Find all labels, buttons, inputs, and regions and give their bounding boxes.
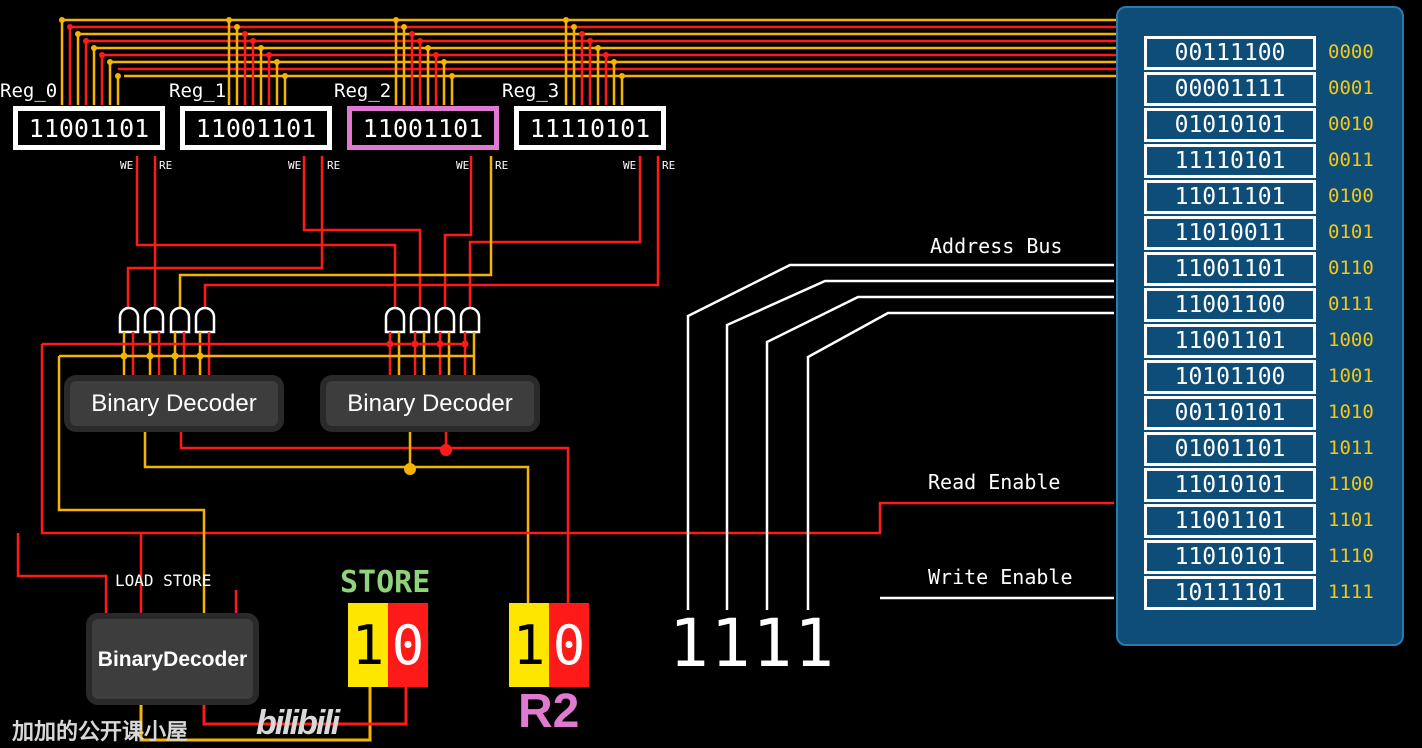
- opcode-bits: 1 0: [348, 603, 428, 687]
- memory-cell: 11010101: [1144, 468, 1316, 502]
- opcode-decoder-line1: Binary: [97, 647, 164, 671]
- load-store-labels: LOAD STORE: [115, 571, 212, 590]
- channel-watermark: 加加的公开课小屋: [12, 719, 189, 744]
- reg-1-re: RE: [327, 159, 341, 172]
- memory-address: 1100: [1328, 473, 1374, 495]
- memory-address: 1010: [1328, 401, 1374, 423]
- memory-cell: 11001101: [1144, 324, 1316, 358]
- memory-address: 1011: [1328, 437, 1374, 459]
- opcode-decoder: Binary Decoder: [86, 613, 259, 705]
- memory-cell: 11011101: [1144, 180, 1316, 214]
- memory-address: 1111: [1328, 581, 1374, 603]
- reg-3-label: Reg_3: [502, 80, 560, 102]
- memory-address: 0001: [1328, 77, 1374, 99]
- memory-cell: 01001101: [1144, 432, 1316, 466]
- memory-cell: 10111101: [1144, 576, 1316, 610]
- opcode-decoder-line2: Decoder: [163, 647, 248, 671]
- memory-address: 0011: [1328, 149, 1374, 171]
- memory-cell: 01010101: [1144, 108, 1316, 142]
- opcode-decoder-label: Binary Decoder: [92, 619, 253, 699]
- reg-2-re: RE: [495, 159, 509, 172]
- memory-cell: 11001100: [1144, 288, 1316, 322]
- register-bits: 1 0: [509, 603, 589, 687]
- reg-0-re: RE: [159, 159, 173, 172]
- reg-0-we: WE: [120, 159, 134, 172]
- opcode-bit-1: 1: [348, 603, 388, 687]
- register-name: R2: [518, 685, 580, 738]
- opcode-bit-0: 0: [388, 603, 428, 687]
- bilibili-logo: bilibili: [256, 704, 340, 742]
- bus-junction-dots: [59, 17, 625, 79]
- memory-address: 0101: [1328, 221, 1374, 243]
- memory-address: 0000: [1328, 41, 1374, 63]
- and-gates: [118, 306, 481, 334]
- memory-cell: 00001111: [1144, 72, 1316, 106]
- opcode-name: STORE: [340, 565, 431, 600]
- address-bus: [686, 263, 1114, 610]
- read-decoder-label: Binary Decoder: [326, 381, 534, 426]
- memory-cell: 11001101: [1144, 504, 1316, 538]
- reg-0-value: 11001101: [13, 106, 165, 150]
- memory-address: 1110: [1328, 545, 1374, 567]
- read-enable-label: Read Enable: [928, 470, 1061, 494]
- memory-address: 0110: [1328, 257, 1374, 279]
- memory-cell: 00111100: [1144, 36, 1316, 70]
- read-decoder: Binary Decoder: [320, 375, 540, 432]
- register-bit-1: 1: [509, 603, 549, 687]
- memory-address: 1101: [1328, 509, 1374, 531]
- reg-2-label: Reg_2: [334, 80, 392, 102]
- reg-0-label: Reg_0: [0, 80, 58, 102]
- memory-cell: 11001101: [1144, 252, 1316, 286]
- reg-3-value: 11110101: [514, 106, 666, 150]
- write-decoder-label: Binary Decoder: [70, 381, 278, 426]
- address-bus-label: Address Bus: [930, 234, 1063, 258]
- reg-1-value: 11001101: [180, 106, 332, 150]
- reg-3-re: RE: [662, 159, 676, 172]
- register-bit-0: 0: [549, 603, 589, 687]
- reg-3-we: WE: [623, 159, 637, 172]
- write-decoder: Binary Decoder: [64, 375, 284, 432]
- re-reg2-line: [178, 156, 493, 310]
- memory-cell: 11010011: [1144, 216, 1316, 250]
- memory-address: 0111: [1328, 293, 1374, 315]
- reg-2-value: 11001101: [347, 106, 499, 150]
- memory-address: 0010: [1328, 113, 1374, 135]
- address-value: 1111: [669, 605, 836, 682]
- memory-cell: 00110101: [1144, 396, 1316, 430]
- reg-1-we: WE: [288, 159, 302, 172]
- reg-1-label: Reg_1: [169, 80, 227, 102]
- write-enable-label: Write Enable: [928, 565, 1073, 589]
- memory-cell: 11110101: [1144, 144, 1316, 178]
- reg-2-we: WE: [456, 159, 470, 172]
- memory-address: 0100: [1328, 185, 1374, 207]
- memory-address: 1001: [1328, 365, 1374, 387]
- we-re-lines: [126, 156, 660, 310]
- memory-address: 1000: [1328, 329, 1374, 351]
- memory-cell: 11010101: [1144, 540, 1316, 574]
- register-data-drops: [60, 20, 624, 105]
- memory-cell: 10101100: [1144, 360, 1316, 394]
